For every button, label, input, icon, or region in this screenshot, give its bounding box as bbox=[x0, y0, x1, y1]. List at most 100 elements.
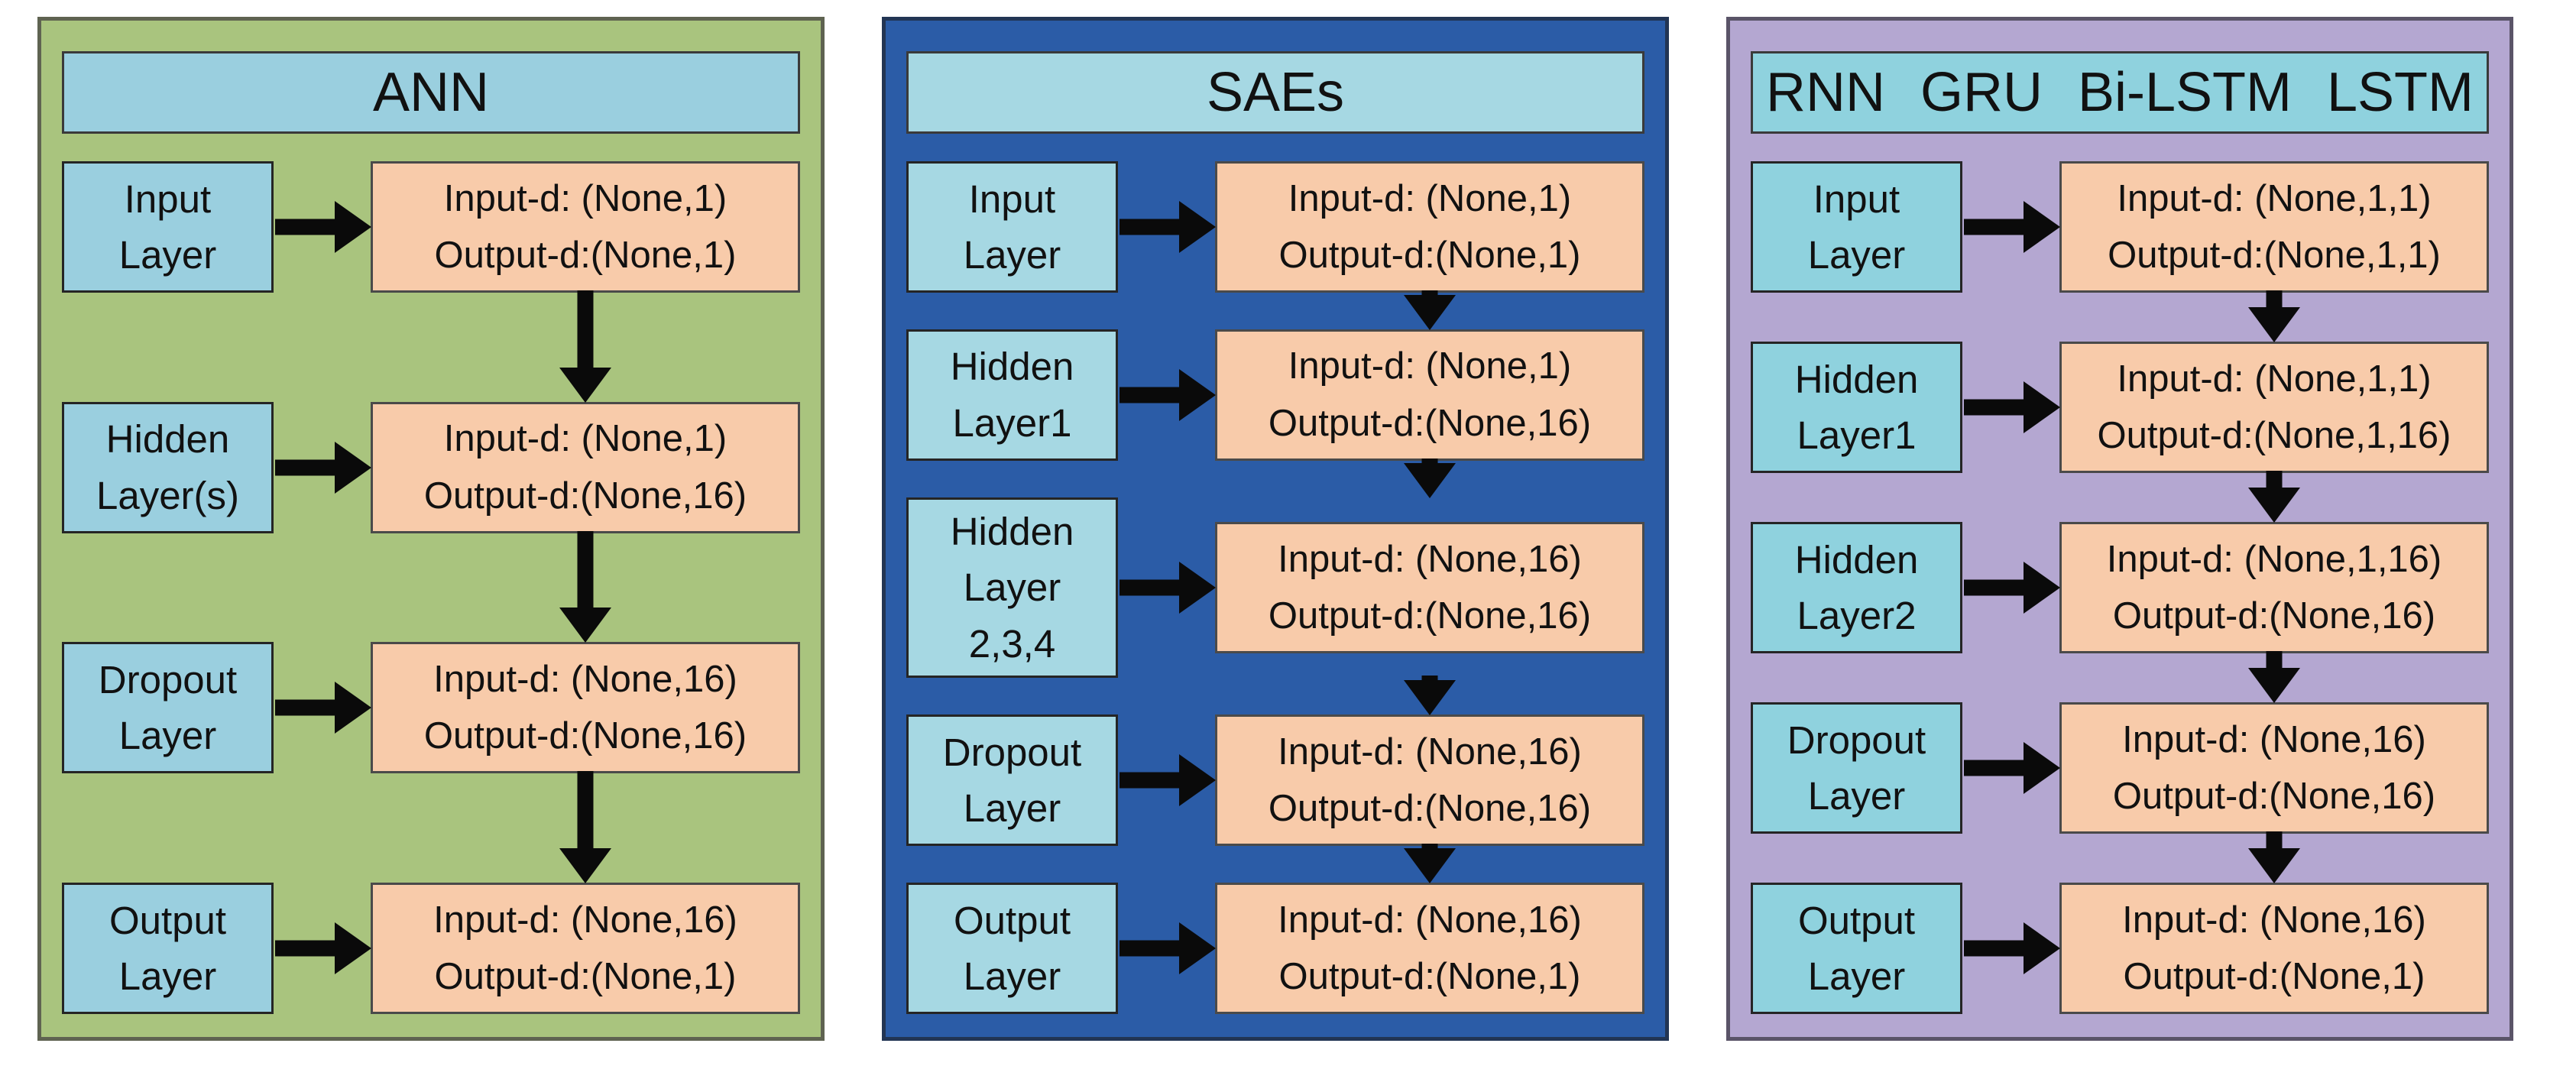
dimension-box: Input-d: (None,1) Output-d:(None,16) bbox=[371, 401, 800, 533]
right-arrow-head-icon bbox=[1179, 754, 1216, 807]
right-arrow-shaft bbox=[1964, 399, 2027, 416]
down-arrow-icon bbox=[62, 771, 800, 884]
layer-label-box: Output Layer bbox=[1751, 883, 1962, 1014]
right-arrow-shaft bbox=[275, 459, 339, 476]
down-arrow-icon bbox=[906, 458, 1644, 498]
panel-title: RNN GRU Bi-LSTM LSTM bbox=[1751, 51, 2489, 134]
layer-row: Input Layer Input-d: (None,1) Output-d:(… bbox=[62, 161, 800, 293]
architecture-panel: ANN Input Layer Input-d: (None,1) Output… bbox=[37, 17, 825, 1041]
layer-label-box: Input Layer bbox=[906, 161, 1118, 293]
layer-label-box: Hidden Layer 2,3,4 bbox=[906, 497, 1118, 679]
layer-row: Input Layer Input-d: (None,1,1) Output-d… bbox=[1751, 161, 2489, 293]
layer-row: Hidden Layer 2,3,4 Input-d: (None,16) Ou… bbox=[906, 497, 1644, 679]
dimension-box: Input-d: (None,1) Output-d:(None,16) bbox=[1215, 329, 1644, 461]
layer-label-box: Hidden Layer(s) bbox=[62, 401, 274, 533]
down-arrow-icon bbox=[62, 290, 800, 403]
right-arrow-shaft bbox=[1964, 579, 2027, 596]
layer-row: Output Layer Input-d: (None,16) Output-d… bbox=[1751, 883, 2489, 1014]
panel-rows: Input Layer Input-d: (None,1) Output-d:(… bbox=[906, 161, 1644, 1014]
down-arrow-shaft bbox=[2266, 290, 2283, 313]
right-arrow-shaft bbox=[1964, 760, 2027, 776]
dimension-box: Input-d: (None,16) Output-d:(None,16) bbox=[371, 642, 800, 774]
layer-label-box: Input Layer bbox=[62, 161, 274, 293]
right-arrow-icon bbox=[1962, 883, 2060, 1014]
right-arrow-shaft bbox=[1120, 579, 1183, 596]
architecture-panel: SAEs Input Layer Input-d: (None,1) Outpu… bbox=[882, 17, 1669, 1041]
panel-rows: Input Layer Input-d: (None,1) Output-d:(… bbox=[62, 161, 800, 1015]
down-arrow-shaft bbox=[2266, 651, 2283, 673]
right-arrow-head-icon bbox=[335, 201, 371, 253]
down-arrow-head-icon bbox=[1404, 462, 1456, 498]
right-arrow-head-icon bbox=[2024, 381, 2060, 433]
layer-row: Dropout Layer Input-d: (None,16) Output-… bbox=[62, 642, 800, 774]
right-arrow-icon bbox=[1118, 329, 1216, 461]
layer-label-box: Output Layer bbox=[62, 883, 274, 1015]
dimension-box: Input-d: (None,16) Output-d:(None,16) bbox=[2059, 702, 2489, 834]
layer-row: Dropout Layer Input-d: (None,16) Output-… bbox=[906, 714, 1644, 847]
layer-label-box: Input Layer bbox=[1751, 161, 1962, 293]
right-arrow-shaft bbox=[1120, 772, 1183, 789]
down-arrow-shaft bbox=[2266, 831, 2283, 854]
layer-row: Hidden Layer2 Input-d: (None,1,16) Outpu… bbox=[1751, 522, 2489, 653]
right-arrow-head-icon bbox=[1179, 201, 1216, 253]
dimension-box: Input-d: (None,1) Output-d:(None,1) bbox=[1215, 161, 1644, 293]
right-arrow-shaft bbox=[1964, 940, 2027, 957]
layer-row: Output Layer Input-d: (None,16) Output-d… bbox=[62, 883, 800, 1015]
right-arrow-shaft bbox=[1964, 219, 2027, 235]
right-arrow-icon bbox=[1118, 714, 1216, 846]
right-arrow-head-icon bbox=[1179, 922, 1216, 974]
right-arrow-icon bbox=[274, 402, 371, 533]
down-arrow-head-icon bbox=[2248, 668, 2300, 703]
layer-label-box: Dropout Layer bbox=[906, 714, 1118, 847]
right-arrow-head-icon bbox=[2024, 562, 2060, 614]
down-arrow-head-icon bbox=[1404, 294, 1456, 330]
right-arrow-shaft bbox=[275, 699, 339, 716]
right-arrow-shaft bbox=[1120, 940, 1183, 957]
right-arrow-icon bbox=[1962, 342, 2060, 473]
layer-label-box: Hidden Layer1 bbox=[1751, 342, 1962, 473]
right-arrow-head-icon bbox=[2024, 201, 2060, 253]
dimension-box: Input-d: (None,1) Output-d:(None,1) bbox=[371, 161, 800, 293]
down-arrow-icon bbox=[1751, 651, 2489, 703]
panel-title: SAEs bbox=[906, 51, 1644, 134]
right-arrow-head-icon bbox=[335, 922, 371, 975]
down-arrow-head-icon bbox=[2248, 307, 2300, 342]
down-arrow-icon bbox=[906, 844, 1644, 883]
right-arrow-icon bbox=[274, 642, 371, 773]
down-arrow-icon bbox=[1751, 831, 2489, 883]
layer-label-box: Dropout Layer bbox=[62, 642, 274, 774]
dimension-box: Input-d: (None,16) Output-d:(None,1) bbox=[2059, 883, 2489, 1014]
layer-row: Dropout Layer Input-d: (None,16) Output-… bbox=[1751, 702, 2489, 834]
right-arrow-icon bbox=[1962, 161, 2060, 293]
panel-rows: Input Layer Input-d: (None,1,1) Output-d… bbox=[1751, 161, 2489, 1014]
layer-label-box: Dropout Layer bbox=[1751, 702, 1962, 834]
layer-row: Input Layer Input-d: (None,1) Output-d:(… bbox=[906, 161, 1644, 293]
down-arrow-shaft bbox=[577, 771, 594, 854]
down-arrow-icon bbox=[906, 676, 1644, 716]
down-arrow-shaft bbox=[577, 530, 594, 614]
layer-label-box: Output Layer bbox=[906, 883, 1118, 1014]
architecture-panel: RNN GRU Bi-LSTM LSTM Input Layer Input-d… bbox=[1726, 17, 2513, 1041]
panel-title: ANN bbox=[62, 51, 800, 134]
right-arrow-icon bbox=[274, 883, 371, 1014]
down-arrow-icon bbox=[906, 290, 1644, 330]
layer-label-box: Hidden Layer2 bbox=[1751, 522, 1962, 653]
right-arrow-head-icon bbox=[1179, 562, 1216, 614]
down-arrow-head-icon bbox=[1404, 680, 1456, 716]
down-arrow-head-icon bbox=[559, 367, 611, 403]
right-arrow-icon bbox=[1962, 522, 2060, 653]
right-arrow-shaft bbox=[1120, 387, 1183, 403]
down-arrow-head-icon bbox=[2248, 488, 2300, 523]
dimension-box: Input-d: (None,16) Output-d:(None,1) bbox=[371, 883, 800, 1015]
right-arrow-icon bbox=[1962, 702, 2060, 834]
down-arrow-head-icon bbox=[2248, 848, 2300, 883]
layer-row: Hidden Layer(s) Input-d: (None,1) Output… bbox=[62, 401, 800, 533]
right-arrow-head-icon bbox=[2024, 742, 2060, 794]
dimension-box: Input-d: (None,16) Output-d:(None,1) bbox=[1215, 883, 1644, 1014]
right-arrow-head-icon bbox=[1179, 368, 1216, 421]
right-arrow-head-icon bbox=[2024, 922, 2060, 974]
right-arrow-head-icon bbox=[335, 682, 371, 734]
dimension-box: Input-d: (None,16) Output-d:(None,16) bbox=[1215, 522, 1644, 653]
dimension-box: Input-d: (None,1,16) Output-d:(None,16) bbox=[2059, 522, 2489, 653]
